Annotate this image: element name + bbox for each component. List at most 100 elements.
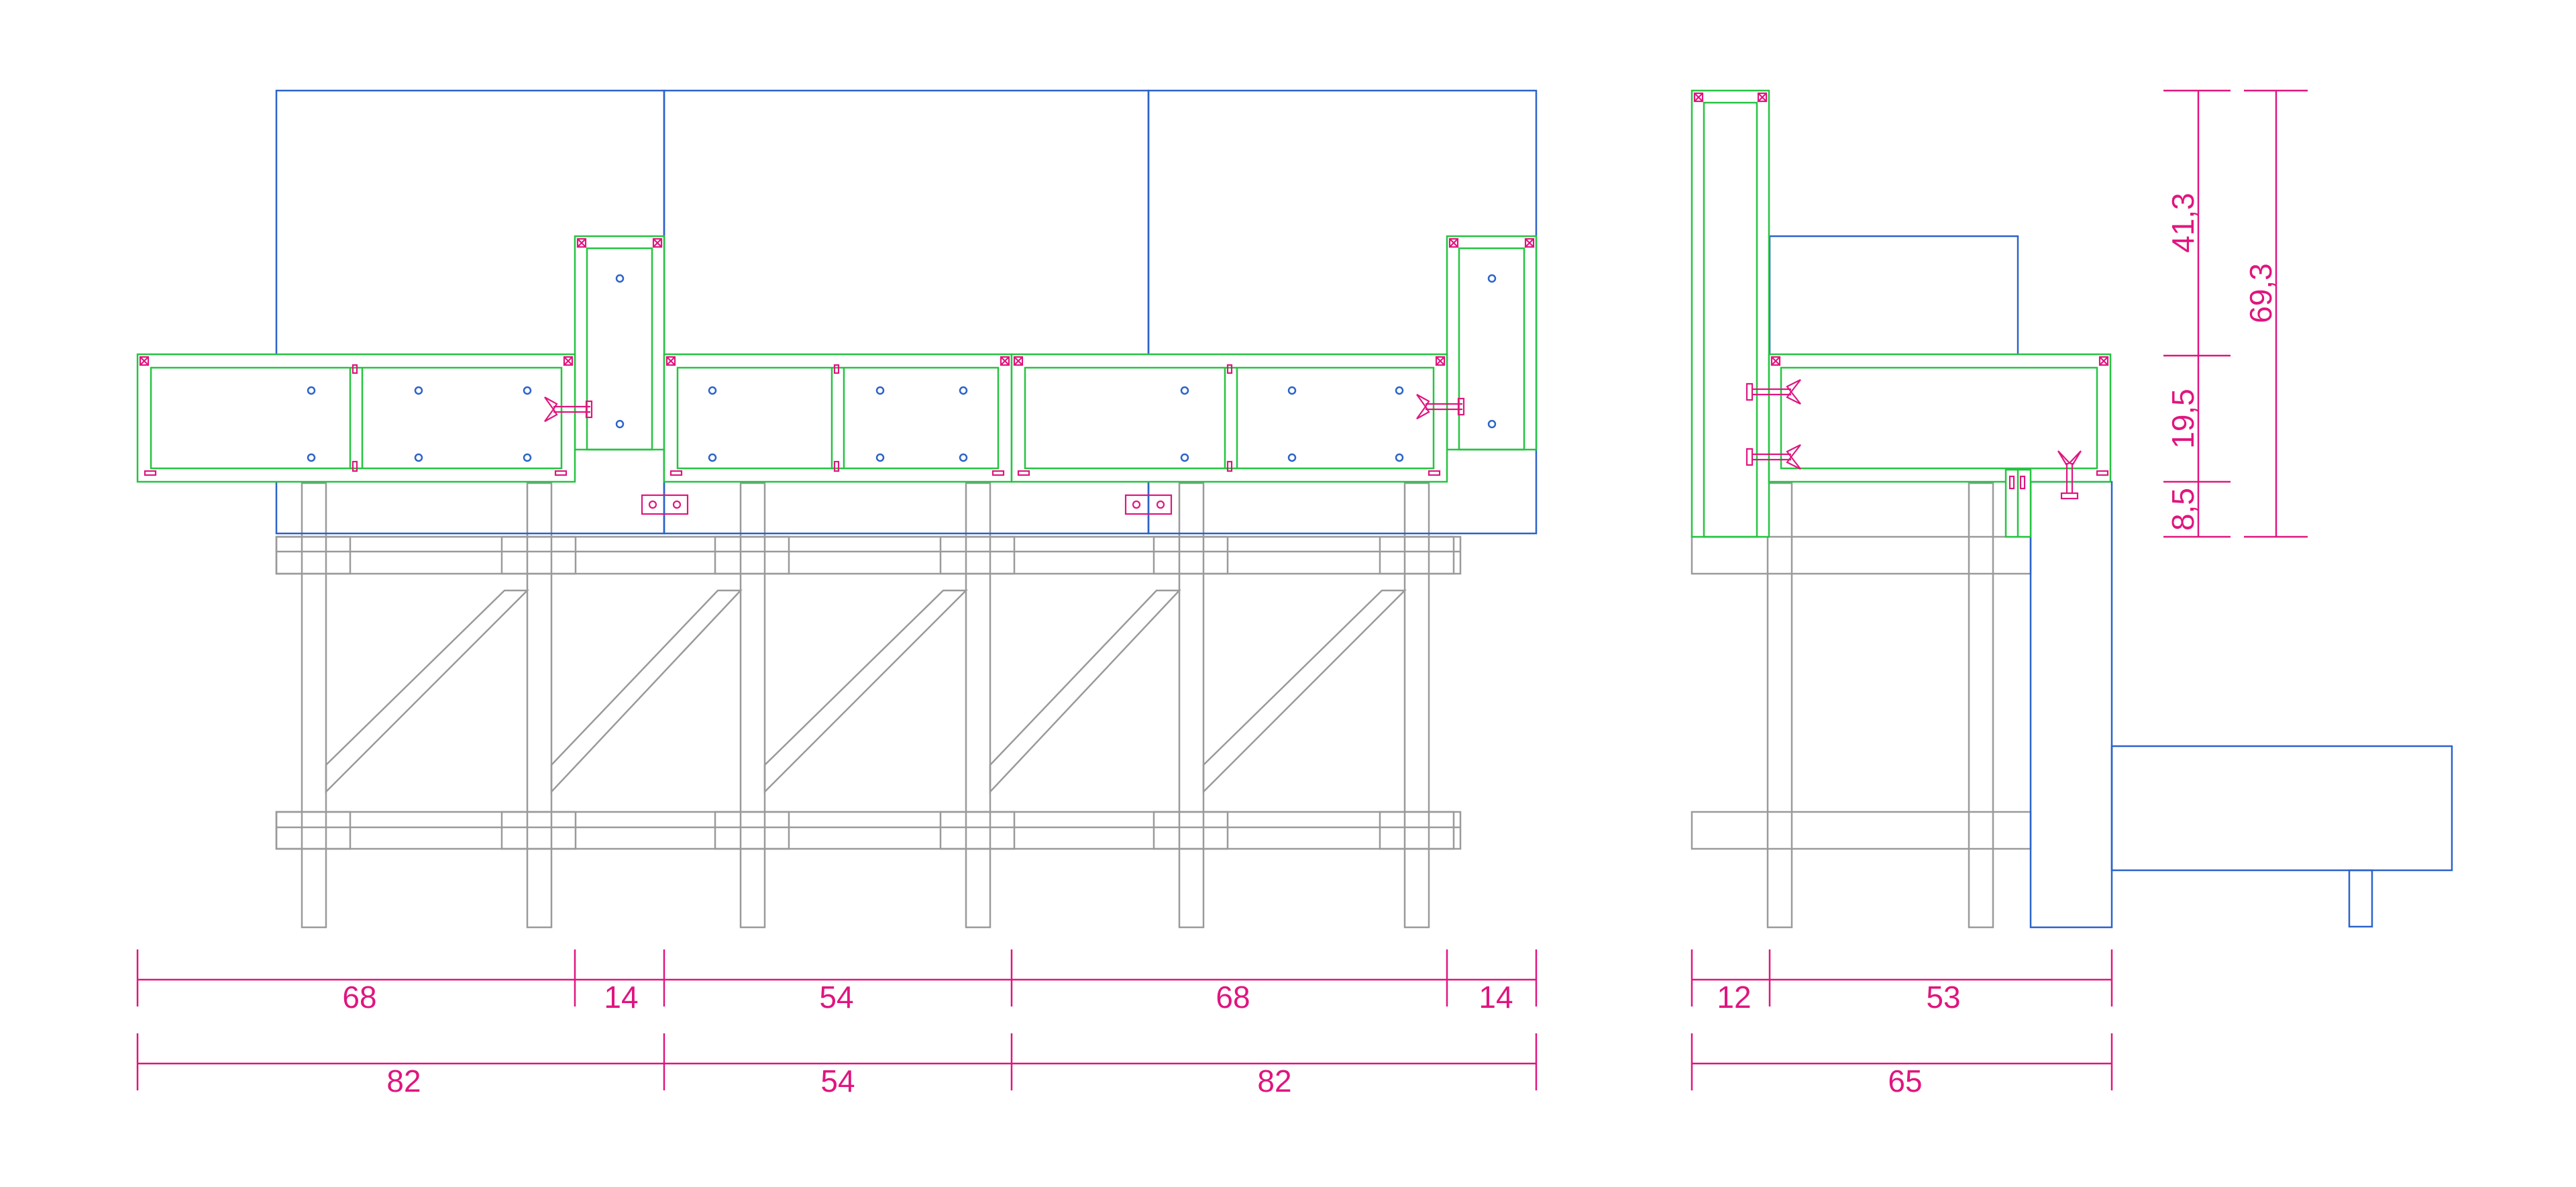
screw-hole	[1180, 453, 1189, 462]
front-dimension-lines	[136, 949, 1538, 1090]
front-screw-holes	[307, 274, 1497, 462]
wing-bolt	[1746, 444, 1801, 470]
seat-outer	[136, 353, 576, 483]
dowel	[352, 460, 358, 472]
side-modules	[1690, 89, 2112, 538]
screw-hole	[523, 453, 532, 462]
dowel	[2096, 470, 2109, 476]
rail-joint	[275, 535, 352, 575]
leg	[1178, 482, 1205, 929]
side-leg	[1968, 482, 1994, 929]
diagonal-brace	[1202, 589, 1407, 794]
rail-joint	[1152, 811, 1229, 850]
side-backrest-module	[1690, 89, 1770, 538]
screw-hole	[959, 386, 968, 395]
dimension-label: 68	[1216, 980, 1250, 1015]
dimension-label: 54	[819, 980, 853, 1015]
rail-joint	[939, 811, 1016, 850]
side-upper-rail	[1690, 535, 2032, 575]
front-view: 68 14 54 68 14 82 54 82	[136, 89, 1538, 1098]
connector-plate	[1124, 494, 1173, 515]
diagonal-brace	[325, 589, 530, 794]
front-base-frame	[275, 482, 1462, 929]
corner-cross-mark	[1013, 356, 1024, 366]
dimension-label: 53	[1926, 980, 1960, 1015]
leg	[301, 482, 327, 929]
dimension-label: 65	[1888, 1064, 1922, 1098]
dimension-label: 82	[1257, 1064, 1291, 1098]
wing-bolt	[2057, 450, 2082, 500]
side-lower-rail	[1690, 811, 2032, 850]
screw-hole	[708, 453, 717, 462]
dowel	[554, 470, 568, 476]
corner-cross-mark	[576, 238, 587, 248]
corner-cross-mark	[1000, 356, 1010, 366]
screw-hole	[1487, 274, 1497, 283]
screw-hole	[1287, 453, 1297, 462]
corner-cross-mark	[1448, 238, 1459, 248]
dowel	[1226, 460, 1233, 472]
side-footrest-leg	[2348, 869, 2373, 928]
dowel	[1428, 470, 1441, 476]
armrest-inner	[1458, 247, 1525, 451]
dimension-label: 82	[386, 1064, 421, 1098]
dimension-label: 12	[1717, 980, 1751, 1015]
side-base-frame	[1690, 482, 2032, 929]
screw-hole	[1395, 453, 1404, 462]
corner-cross-mark	[139, 356, 150, 366]
screw-hole	[307, 386, 316, 395]
front-dimension-labels: 68 14 54 68 14 82 54 82	[342, 980, 1513, 1098]
corner-cross-mark	[652, 238, 663, 248]
wing-bolt	[1416, 394, 1465, 419]
rail-joint	[1379, 535, 1455, 575]
corner-cross-mark	[1693, 92, 1704, 103]
side-leg	[1766, 482, 1793, 929]
side-view: 12 53 65 41,3 19,5 8,5 69,3	[1690, 89, 2453, 1098]
connector-plate	[641, 494, 689, 515]
side-dimension-labels: 12 53 65 41,3 19,5 8,5 69,3	[1717, 193, 2278, 1098]
dowel	[991, 470, 1005, 476]
side-footrest	[2110, 745, 2453, 872]
dimension-label: 14	[1479, 980, 1513, 1015]
corner-cross-mark	[1757, 92, 1768, 103]
screw-hole	[414, 453, 423, 462]
dowel	[352, 364, 358, 374]
rail-joint	[500, 811, 577, 850]
lower-rail	[275, 811, 1462, 850]
leg	[739, 482, 766, 929]
corner-cross-mark	[1770, 356, 1781, 366]
seat-outer	[663, 353, 1013, 483]
side-back-cushion	[1768, 235, 2019, 357]
rail-joint	[1379, 811, 1455, 850]
wing-bolt	[1746, 379, 1801, 405]
screw-hole	[1287, 386, 1297, 395]
diagonal-brace	[763, 589, 969, 794]
screw-hole	[307, 453, 316, 462]
screw-hole	[1395, 386, 1404, 395]
screw-hole	[1180, 386, 1189, 395]
rail-joint	[500, 535, 577, 575]
seat-outer	[1010, 353, 1448, 483]
leg	[965, 482, 991, 929]
dimension-label: 54	[820, 1064, 855, 1098]
rail-joint	[939, 535, 1016, 575]
side-seat-cushion	[2029, 480, 2113, 929]
seat-inner	[1024, 366, 1435, 470]
screw-hole	[875, 453, 885, 462]
dowel	[833, 460, 840, 472]
vertical-dimension-label: 19,5	[2165, 389, 2200, 449]
vertical-dimension-label: 41,3	[2165, 193, 2200, 253]
dowel	[1017, 470, 1030, 476]
dowel	[1226, 364, 1233, 374]
corner-cross-mark	[1524, 238, 1535, 248]
corner-cross-mark	[563, 356, 574, 366]
side-cushions	[1768, 235, 2453, 929]
armrest-module	[1446, 235, 1538, 451]
screw-hole	[1487, 419, 1497, 429]
rail-joint	[1152, 535, 1229, 575]
rail-joint	[275, 811, 352, 850]
diagonal-brace	[989, 589, 1181, 794]
corner-cross-mark	[2098, 356, 2109, 366]
screw-hole	[523, 386, 532, 395]
armrest-module	[574, 235, 665, 451]
